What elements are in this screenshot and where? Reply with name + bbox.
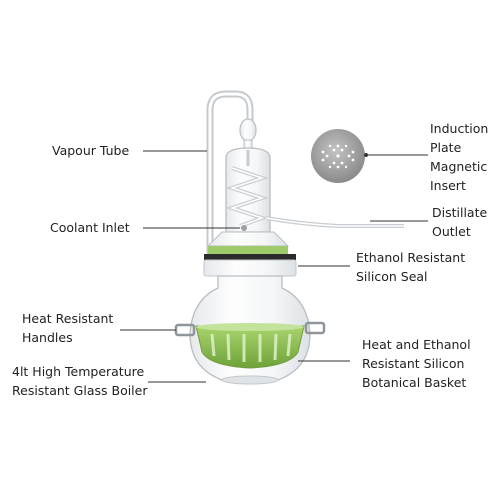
label-botanical-basket: Heat and Ethanol Resistant Silicon Botan… [362,337,471,390]
label-vapour-tube: Vapour Tube [52,143,130,158]
lid-assembly [203,231,297,277]
label-distillate-outlet: Distillate Outlet [432,205,488,239]
coolant-inlet-nozzle [241,225,247,231]
distillate-outlet-tube [265,216,404,228]
glass-boiler-shape [189,275,311,385]
label-induction-plate: Induction Plate Magnetic Insert [430,121,489,193]
label-heat-resistant-handles: Heat Resistant Handles [22,311,114,345]
perforated-disc-icon [311,129,365,183]
label-silicon-seal: Ethanol Resistant Silicon Seal [356,250,466,284]
label-glass-boiler: 4lt High Temperature Resistant Glass Boi… [12,364,148,398]
label-coolant-inlet: Coolant Inlet [50,220,130,235]
leader-dot [364,153,368,157]
vapour-tube-shape [206,90,254,262]
condenser-jacket [225,147,271,233]
condenser-knob [239,118,257,151]
